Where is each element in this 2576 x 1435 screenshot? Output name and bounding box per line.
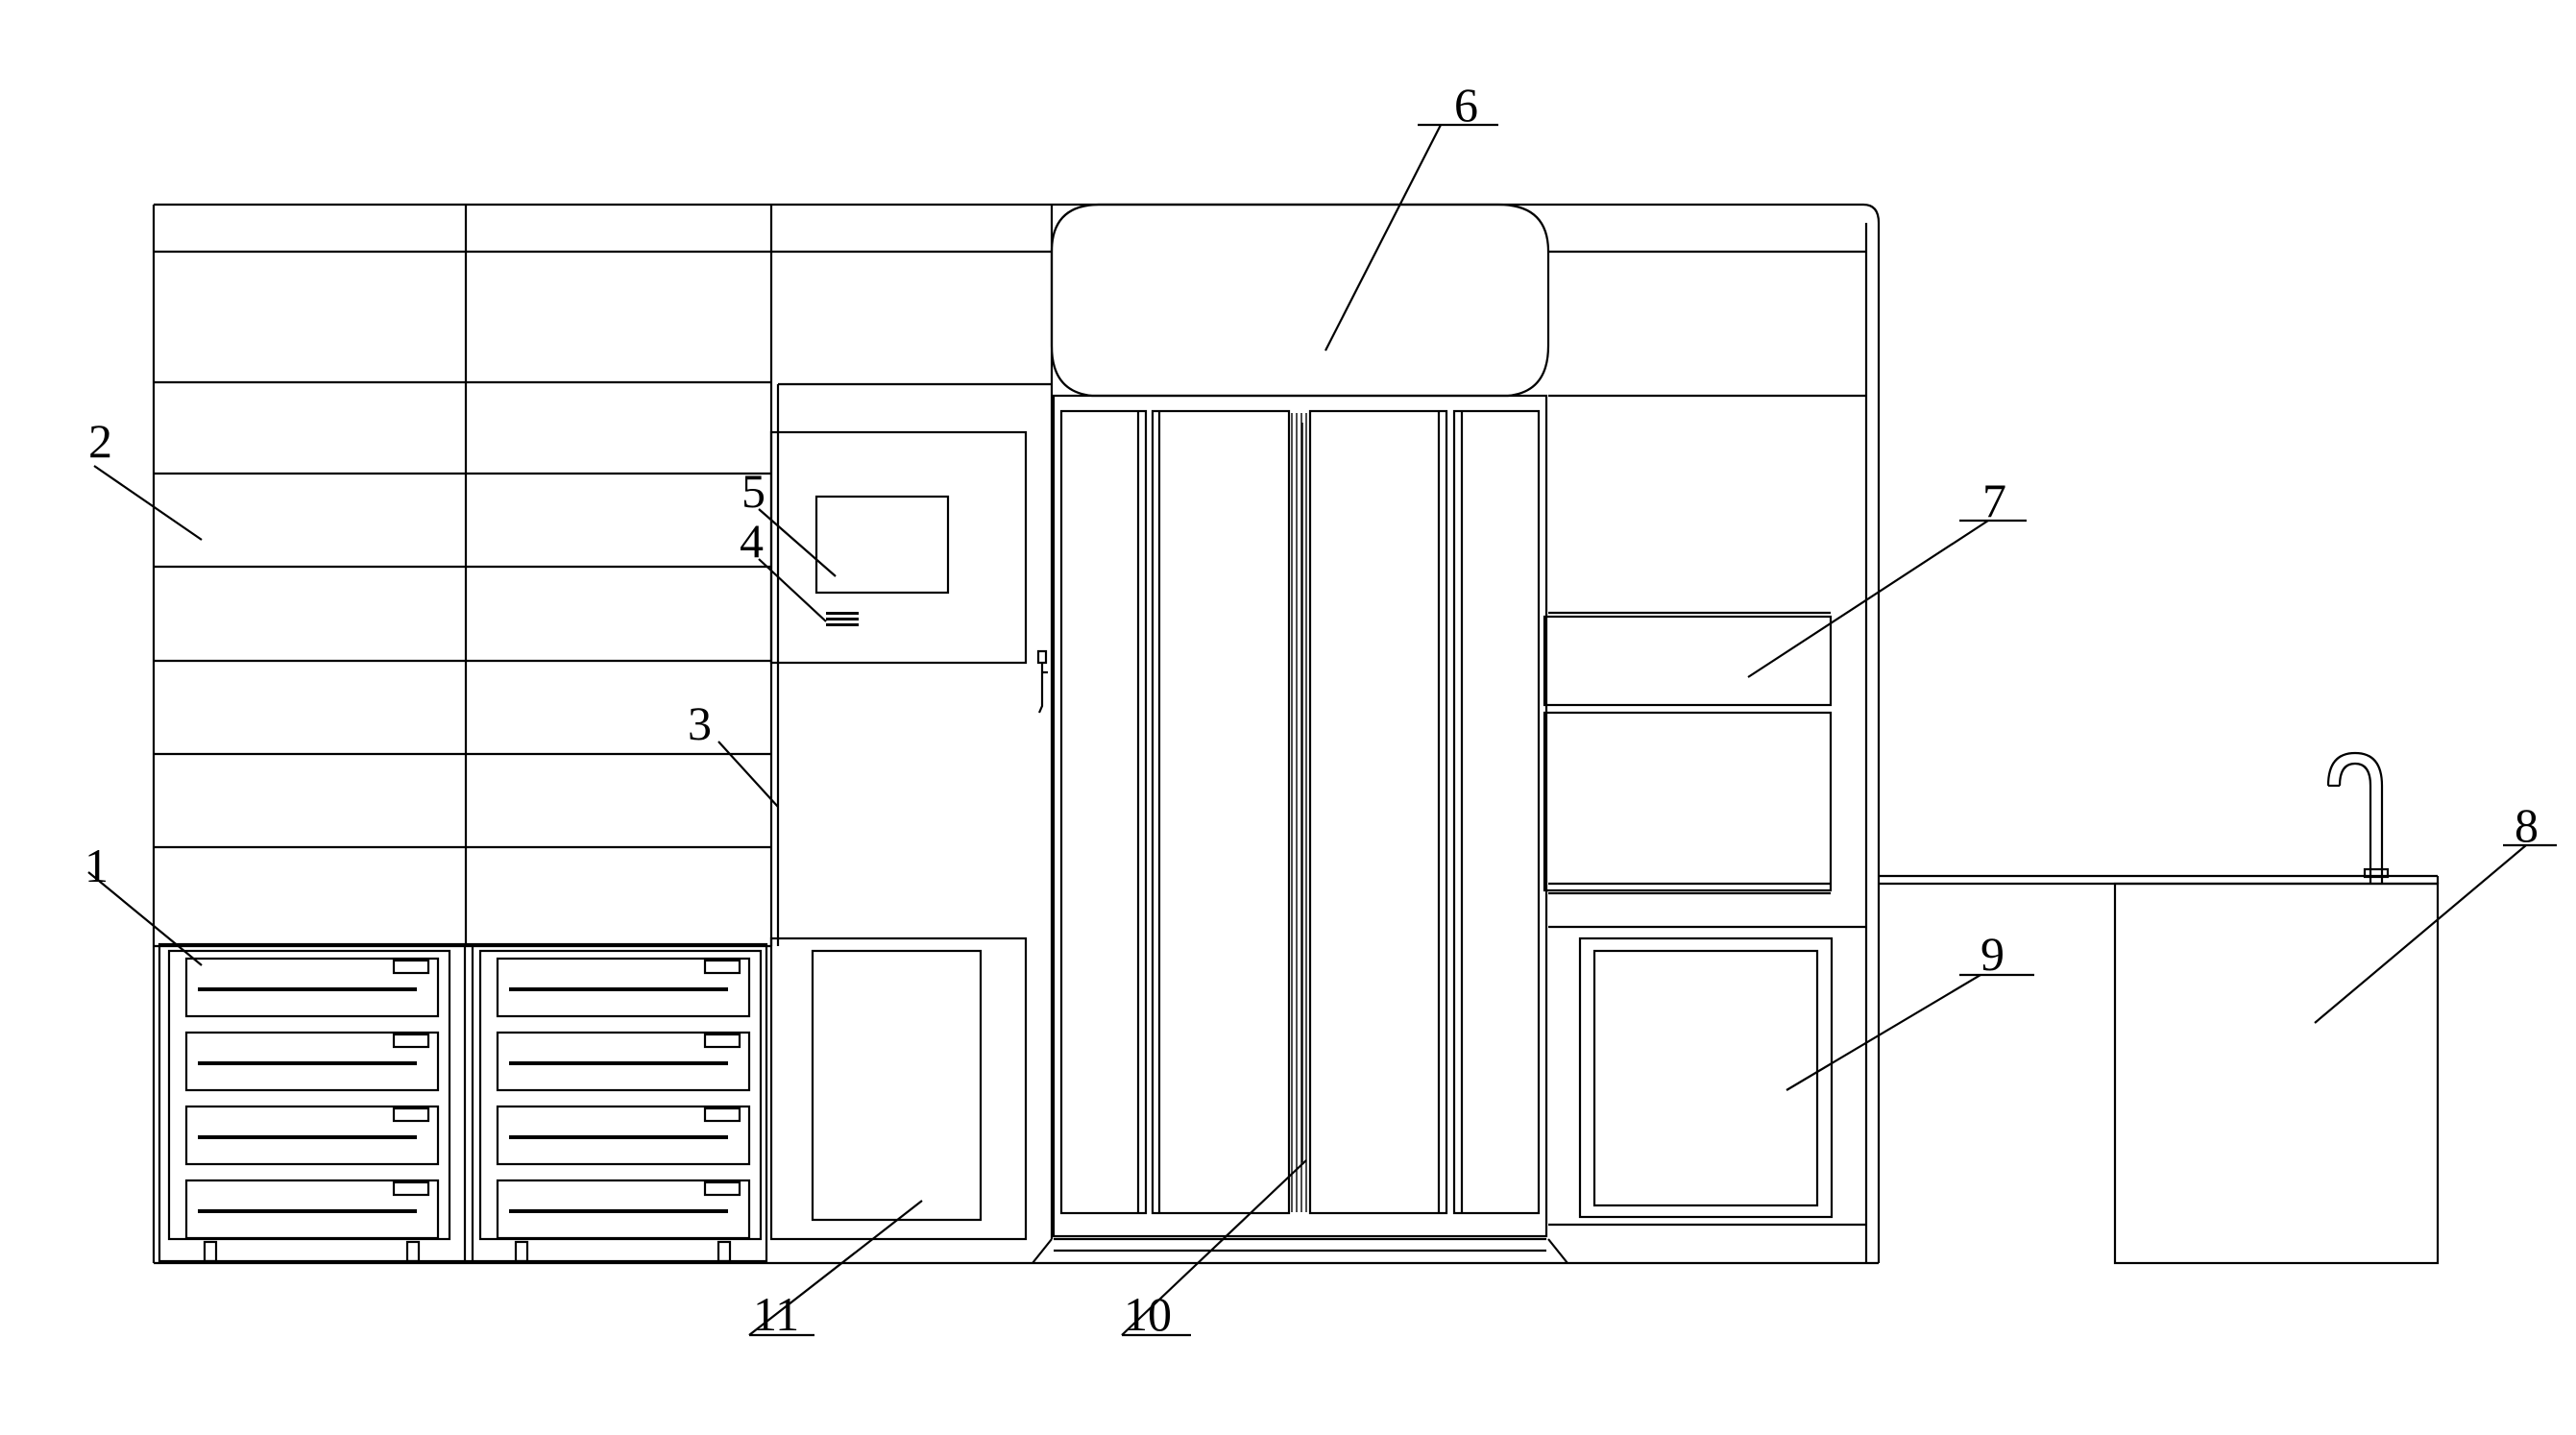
label-9: 9: [1981, 927, 2005, 981]
control-cabinet: [769, 382, 1054, 1241]
canopy: [1050, 203, 1550, 398]
label-6: 6: [1454, 78, 1478, 132]
reference-labels: 1 2 3 4 5 6 7 8 9 10 11: [85, 78, 2539, 1341]
leader-2: [93, 465, 203, 541]
label-4: 4: [740, 514, 764, 568]
leader-4: [758, 558, 827, 622]
leader-lines: [87, 124, 2527, 1336]
label-underlines: [749, 123, 2557, 1337]
sink-counter: [1879, 751, 2440, 1265]
leader-11: [748, 1200, 923, 1336]
leader-5: [758, 508, 837, 577]
upper-storage-grid: [154, 205, 1054, 948]
label-10: 10: [1124, 1287, 1172, 1341]
drawer-unit-left: [158, 942, 768, 1263]
label-3: 3: [688, 696, 712, 750]
label-1: 1: [85, 839, 109, 892]
label-5: 5: [741, 464, 766, 518]
leader-7: [1747, 520, 1989, 678]
label-2: 2: [88, 414, 112, 468]
leader-10: [1121, 1159, 1307, 1336]
cabinet-outline: [152, 203, 1881, 1265]
faucet-icon: [2326, 751, 2390, 884]
leader-3: [717, 741, 779, 808]
central-doors: [1032, 394, 1568, 1264]
right-cabinet: [1543, 394, 1866, 1227]
leader-6: [1324, 124, 1442, 352]
leader-8: [2314, 844, 2527, 1024]
keypad-slots: [826, 612, 859, 626]
leader-9: [1786, 974, 1981, 1091]
label-7: 7: [1982, 474, 2006, 527]
leader-1: [87, 871, 203, 966]
label-8: 8: [2515, 798, 2539, 852]
label-11: 11: [753, 1287, 799, 1341]
key-icon: [1036, 649, 1048, 714]
